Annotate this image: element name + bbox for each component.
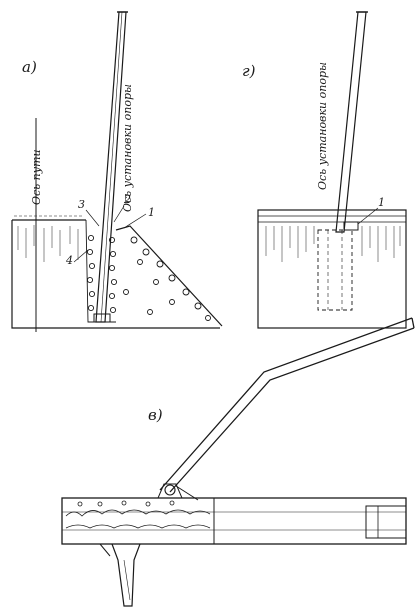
leader-1	[123, 213, 147, 229]
leader-4	[73, 249, 89, 263]
ground-block-g	[257, 209, 407, 329]
tooth-brace	[99, 543, 111, 557]
leader-2	[113, 205, 125, 223]
soil-hatching	[17, 225, 79, 262]
hinge-pin	[164, 484, 176, 496]
tube-body	[61, 497, 407, 545]
panel-a: а) Ось пути	[11, 11, 223, 332]
callout-2: 2	[123, 193, 131, 206]
strut	[175, 485, 199, 501]
tube-end-cap	[365, 505, 407, 539]
pole-support-g	[335, 11, 367, 233]
lever-inner	[169, 327, 415, 493]
track-axis-label: Ось пути	[30, 149, 43, 205]
cutting-tooth	[111, 543, 141, 607]
leader-3	[85, 209, 100, 227]
pit-rubble-left	[85, 219, 118, 323]
pole-centerline	[100, 11, 123, 323]
hatching-g	[265, 226, 401, 262]
callout-3: 3	[78, 198, 85, 211]
pole-axis-label-a: Ось установки опоры	[121, 84, 134, 212]
callout-1: 1	[148, 206, 155, 219]
panel-v-letter: в)	[148, 406, 163, 424]
panel-g-letter: г)	[242, 62, 256, 80]
lever-outer	[159, 317, 413, 491]
panel-a-letter: а)	[22, 58, 37, 76]
callout-g-1: 1	[378, 196, 385, 209]
spoil-heap	[115, 225, 223, 327]
lever-tip	[411, 317, 415, 329]
hinge-bracket	[157, 483, 183, 499]
leader-g-1	[357, 207, 379, 225]
foundation-dashed	[317, 229, 353, 311]
pole-axis-label-g: Ось установки опоры	[316, 62, 329, 190]
pole-base	[93, 313, 111, 323]
callout-4: 4	[65, 254, 73, 267]
panel-g: г) Ось установки опоры 1	[242, 11, 407, 329]
ground-body-outline	[11, 220, 220, 329]
panel-v: в)	[61, 317, 415, 607]
tube-spoil	[65, 500, 211, 529]
tooth-inner	[123, 559, 131, 601]
clamp-g	[343, 221, 359, 231]
spoil-heap-stones	[123, 236, 211, 321]
